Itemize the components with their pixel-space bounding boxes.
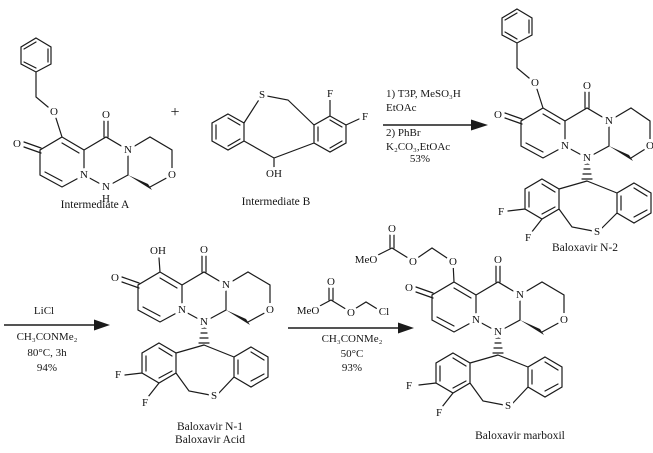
atom-label-f: F bbox=[436, 407, 442, 419]
step2-yield: 94% bbox=[36, 362, 58, 374]
atom-label-meo: MeO bbox=[297, 305, 320, 317]
baloxavir-n1-structure: OH O O N N N O F F S bbox=[108, 241, 277, 412]
atom-label-n: N bbox=[583, 152, 591, 164]
step1-line1: 1) T3P, MeSO₃H bbox=[386, 88, 461, 100]
atom-label-f: F bbox=[525, 232, 531, 244]
step1-conditions-below: 2) PhBr K₂CO₃,EtOAc bbox=[386, 127, 450, 154]
atom-label-o: O bbox=[347, 307, 355, 319]
atom-label-o: O bbox=[327, 276, 335, 288]
atom-label-o: O bbox=[168, 169, 176, 181]
caption-baloxavir-n2: Baloxavir N-2 bbox=[551, 242, 619, 254]
step1-line4: K₂CO₃,EtOAc bbox=[386, 140, 451, 153]
atom-label-oh: OH bbox=[266, 168, 282, 180]
step2-conditions-below: CH₃CONMe₂ 80°C, 3h 94% bbox=[17, 330, 78, 377]
atom-label-cl: Cl bbox=[379, 306, 389, 318]
arrowhead bbox=[471, 119, 488, 131]
atom-label-o: O bbox=[560, 314, 568, 326]
atom-label-n: N bbox=[516, 289, 524, 301]
intermediate-b-structure: S OH F F bbox=[211, 85, 371, 183]
atom-label-s: S bbox=[594, 226, 600, 238]
caption-baloxavir-n1-acid: Baloxavir N-1 Baloxavir Acid bbox=[175, 421, 245, 447]
atom-label-f: F bbox=[142, 397, 148, 409]
atom-label-o: O bbox=[494, 254, 502, 266]
atom-label-f: F bbox=[115, 369, 121, 381]
step3-yield: 93% bbox=[341, 362, 363, 374]
caption-intermediate-a: Intermediate A bbox=[60, 199, 130, 211]
step1-yield: 53% bbox=[409, 153, 431, 165]
wedge-bond bbox=[520, 320, 544, 335]
atom-label-n: N bbox=[200, 316, 208, 328]
atom-label-f: F bbox=[327, 88, 333, 100]
atom-label-h: H bbox=[102, 193, 110, 205]
atom-label-o: O bbox=[111, 272, 119, 284]
atom-label-o: O bbox=[200, 244, 208, 256]
atom-label-oh: OH bbox=[150, 245, 166, 257]
atom-label-o: O bbox=[646, 140, 653, 152]
atom-label-n: N bbox=[80, 169, 88, 181]
atom-label-o: O bbox=[405, 282, 413, 294]
carbonate-reagent-bonds bbox=[315, 286, 380, 312]
step3-temp: 50°C bbox=[340, 347, 364, 360]
atom-label-o: O bbox=[583, 80, 591, 92]
atom-label-f: F bbox=[498, 206, 504, 218]
atom-label-o: O bbox=[388, 223, 396, 235]
atom-label-o: O bbox=[531, 77, 539, 89]
atom-label-o: O bbox=[449, 256, 457, 268]
atom-label-f: F bbox=[362, 111, 368, 123]
caption-baloxavir-marboxil: Baloxavir marboxil bbox=[475, 430, 565, 442]
atom-label-o: O bbox=[13, 138, 21, 150]
step2-temp-time: 80°C, 3h bbox=[27, 346, 67, 359]
atom-label-s: S bbox=[505, 400, 511, 412]
arrowhead bbox=[398, 322, 414, 334]
reaction-arrow-1 bbox=[383, 119, 488, 131]
atom-label-n: N bbox=[124, 144, 132, 156]
reaction-arrow-2 bbox=[4, 319, 110, 331]
reaction-arrow-3 bbox=[288, 322, 414, 334]
atom-label-meo: MeO bbox=[355, 254, 378, 266]
step1-line2: EtOAc bbox=[386, 101, 417, 114]
caption-intermediate-b: Intermediate B bbox=[241, 196, 311, 208]
intermediate-b-bonds bbox=[211, 94, 360, 168]
intermediate-a-bonds bbox=[20, 37, 173, 188]
arrowhead bbox=[94, 319, 110, 331]
step1-conditions-above: 1) T3P, MeSO₃H EtOAc bbox=[386, 88, 461, 115]
atom-label-n: N bbox=[494, 326, 502, 338]
wedge-bond bbox=[128, 175, 152, 190]
baloxavir-marboxil-bonds bbox=[373, 233, 565, 408]
step2-reagent: LiCl bbox=[33, 305, 55, 317]
plus-sign: + bbox=[170, 104, 180, 121]
atom-label-n: N bbox=[222, 279, 230, 291]
caption-baloxavir-n1: Baloxavir N-1 bbox=[176, 421, 244, 433]
intermediate-a-structure: O O O N N N H O bbox=[10, 37, 179, 208]
step2-solvent: CH₃CONMe₂ bbox=[16, 331, 78, 343]
atom-label-n: N bbox=[178, 304, 186, 316]
baloxavir-marboxil-structure: MeO O O O O O N N N O F F S bbox=[352, 220, 571, 422]
atom-label-s: S bbox=[211, 390, 217, 402]
step3-conditions-below: CH₃CONMe₂ 50°C 93% bbox=[322, 332, 383, 376]
atom-label-f: F bbox=[406, 380, 412, 392]
atom-label-n: N bbox=[561, 140, 569, 152]
wedge-bond bbox=[226, 310, 250, 325]
atom-label-o: O bbox=[266, 304, 274, 316]
step3-solvent: CH₃CONMe₂ bbox=[321, 333, 383, 345]
atom-label-n: N bbox=[605, 115, 613, 127]
atom-label-n: N bbox=[102, 181, 110, 193]
carbonate-reagent-structure: MeO O O Cl bbox=[294, 273, 393, 322]
atom-label-o: O bbox=[50, 106, 58, 118]
caption-baloxavir-acid: Baloxavir Acid bbox=[175, 434, 245, 446]
baloxavir-n1-bonds bbox=[121, 255, 271, 398]
atom-label-n: N bbox=[472, 314, 480, 326]
atom-label-o: O bbox=[494, 109, 502, 121]
baloxavir-n2-structure: O O O N N N O F F S bbox=[491, 8, 653, 247]
atom-label-o: O bbox=[409, 256, 417, 268]
atom-label-s: S bbox=[259, 89, 265, 101]
baloxavir-n2-bonds bbox=[501, 8, 652, 234]
wedge-bond bbox=[609, 146, 633, 161]
step1-line3: 2) PhBr bbox=[386, 127, 421, 139]
atom-label-o: O bbox=[102, 109, 110, 121]
